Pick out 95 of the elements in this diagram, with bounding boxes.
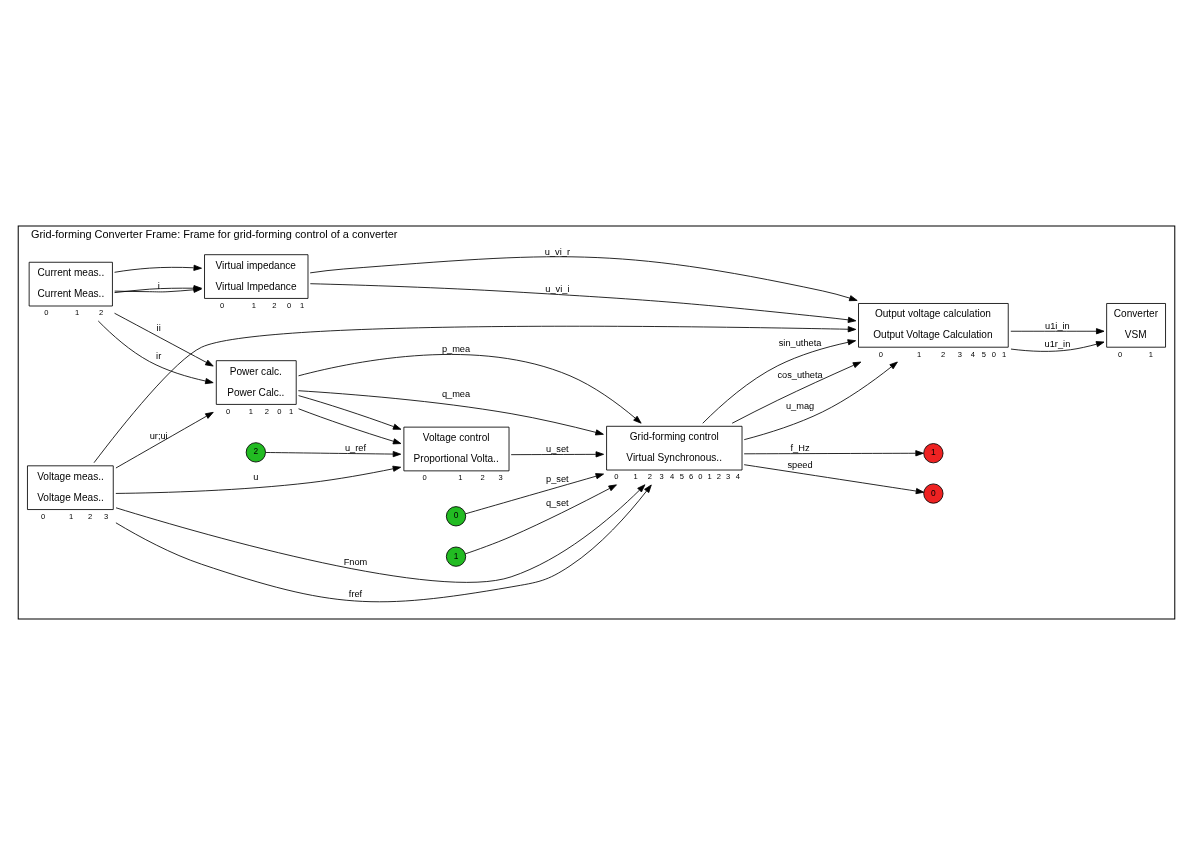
node-label: 1: [458, 473, 463, 483]
arrow: [297, 390, 604, 436]
edge-label: cos_utheta: [777, 370, 823, 381]
edge-label: f_Hz: [790, 443, 810, 454]
node-label: 1: [916, 349, 922, 359]
edge-label: ir: [156, 350, 162, 361]
node-label: 1: [248, 406, 253, 416]
arrow: [298, 408, 402, 445]
node-label: 2: [264, 406, 269, 416]
arrow: [702, 339, 857, 424]
edge-label: q_mea: [441, 388, 471, 399]
node-label: 2: [272, 300, 277, 310]
node-label: 1: [707, 472, 712, 482]
node-circle: 1: [923, 443, 944, 464]
node-circle: 2: [245, 442, 266, 463]
node-label: 3: [498, 473, 503, 483]
node-label: 2: [940, 349, 946, 359]
arrow: [298, 395, 402, 430]
node-circle: 0: [923, 483, 944, 504]
node-label: 2: [480, 473, 485, 483]
edge-label: speed: [787, 460, 813, 471]
node-label: 1: [1001, 349, 1007, 359]
edge-label: u_mag: [785, 401, 815, 412]
node-label: 3: [659, 472, 664, 482]
node-label: 2: [88, 511, 93, 521]
edge-label: u_vi_i: [545, 283, 570, 294]
arrow: [743, 361, 898, 441]
arrow: [298, 354, 642, 424]
node-label: 0: [698, 472, 703, 482]
node-label: 1: [74, 308, 80, 318]
arrow: [309, 283, 857, 323]
arrow: [465, 473, 604, 515]
edge-label: fref: [348, 588, 363, 599]
arrow: [510, 451, 604, 458]
edge-label: ii: [156, 323, 161, 334]
node-label: 0: [991, 349, 997, 359]
arrow: [309, 256, 858, 302]
node-label: 0: [422, 473, 427, 483]
arrow: [265, 451, 402, 458]
arrow: [1010, 328, 1105, 335]
node-label: 3: [104, 511, 109, 521]
edge-label: q_set: [546, 498, 569, 509]
node-label: 2: [647, 472, 653, 482]
node-label: 1: [300, 300, 305, 310]
node-label: 3: [957, 349, 962, 359]
edge-label: i: [157, 281, 160, 292]
node-label: 0: [614, 472, 619, 482]
node-circle: 1: [445, 546, 467, 567]
arrow: [731, 361, 862, 424]
edge-label: u_set: [546, 444, 569, 455]
node-label: 2: [98, 308, 104, 318]
arrow: [465, 484, 617, 555]
node-label: 0: [44, 308, 49, 318]
node-label: 1: [69, 511, 74, 521]
edge-label: u_ref: [344, 443, 367, 454]
arrow: [114, 264, 202, 273]
node-circle: 0: [445, 506, 467, 527]
arrow: [115, 484, 652, 603]
node-label: 1: [1148, 349, 1153, 359]
node-label: 1: [289, 406, 294, 416]
node-label: 0: [878, 349, 883, 359]
node-label: 0: [220, 300, 225, 310]
node-label: 2: [716, 472, 721, 482]
node-label: 0: [40, 511, 46, 521]
node-label: 0: [277, 406, 282, 416]
node-label: 4: [735, 472, 740, 482]
node-label: 0: [1118, 349, 1123, 359]
arrow: [743, 450, 924, 457]
node-label: 3: [726, 472, 731, 482]
node-label: 1: [251, 300, 256, 310]
arrow: [97, 320, 214, 385]
node-label: 4: [970, 349, 976, 359]
arrow: [115, 484, 646, 583]
node-label: 1: [633, 472, 638, 482]
node-label: 5: [981, 349, 986, 359]
edge-label: u1i_in: [1045, 320, 1070, 331]
edge-label: p_mea: [441, 344, 471, 355]
edge-label: p_set: [546, 474, 569, 485]
arrow: [93, 325, 857, 464]
node-label: 0: [225, 406, 231, 416]
edge-label: Fnom: [343, 556, 368, 567]
node-label: 4: [670, 472, 675, 482]
arrow: [743, 464, 925, 495]
edge-label: u: [253, 471, 259, 482]
arrow: [115, 465, 402, 494]
arrow: [1010, 341, 1105, 352]
edge-label: u1r_in: [1044, 339, 1071, 350]
edge-label: ur;ui: [149, 430, 168, 441]
edge-label: u_vi_r: [544, 246, 570, 257]
node-label: 6: [689, 472, 694, 482]
edge-label: sin_utheta: [778, 338, 822, 349]
node-label: 0: [286, 300, 292, 310]
arrow: [115, 411, 214, 469]
node-label: 5: [679, 472, 684, 482]
arrow: [114, 312, 214, 367]
